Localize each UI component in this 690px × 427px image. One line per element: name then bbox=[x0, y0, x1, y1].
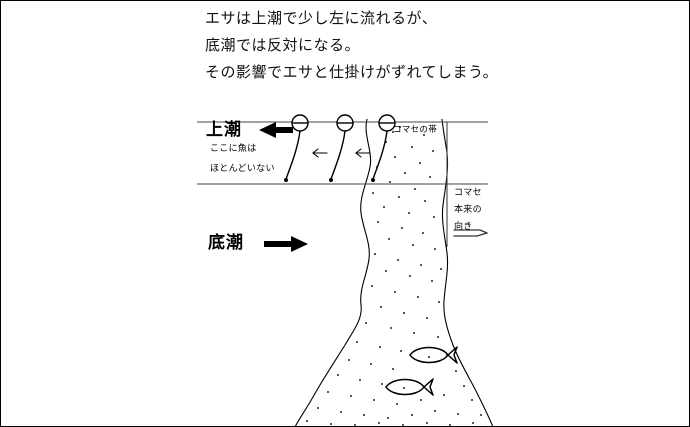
chum-band-label: コマセの帯 bbox=[393, 125, 438, 135]
bold-left-arrow-icon bbox=[259, 122, 293, 138]
no-fish-label-line-2: ほとんどいない bbox=[210, 164, 275, 174]
chum-direction-label-line-3: 向き bbox=[454, 222, 473, 232]
caption-line-2: 底潮では反対になる。 bbox=[205, 36, 361, 54]
bait-dot-1 bbox=[284, 178, 288, 182]
float-group-3 bbox=[371, 114, 396, 182]
chum-band-left-edge bbox=[294, 118, 372, 426]
bait-dot-2 bbox=[329, 178, 333, 182]
chum-direction-label-line-2: 本来の bbox=[454, 205, 482, 215]
bold-right-arrow-icon bbox=[264, 236, 308, 252]
fish-icon-2 bbox=[385, 378, 434, 396]
bait-dot-3 bbox=[371, 178, 375, 182]
fishing-line-1 bbox=[285, 130, 301, 180]
float-group-2 bbox=[329, 114, 354, 182]
hollow-right-arrow-icon bbox=[453, 229, 488, 237]
fish-icon-1 bbox=[409, 346, 458, 364]
lower-tide-label: 底潮 bbox=[208, 233, 244, 253]
caption-line-3: その影響でエサと仕掛けがずれてしまう。 bbox=[205, 63, 499, 81]
chum-band-right-edge bbox=[441, 118, 494, 426]
upper-tide-label: 上潮 bbox=[206, 120, 242, 140]
drift-arrows bbox=[312, 148, 371, 158]
no-fish-label-line-1: ここに魚は bbox=[210, 144, 257, 154]
thin-left-arrow-icon-2 bbox=[355, 148, 371, 158]
fishing-line-2 bbox=[330, 130, 346, 180]
fish-group bbox=[385, 346, 458, 396]
thin-left-arrow-icon-1 bbox=[312, 148, 328, 158]
float-group-1 bbox=[284, 114, 309, 182]
fishing-line-3 bbox=[372, 130, 388, 180]
caption-line-1: エサは上潮で少し左に流れるが、 bbox=[205, 9, 438, 27]
chum-direction-label-line-1: コマセ bbox=[454, 188, 482, 198]
